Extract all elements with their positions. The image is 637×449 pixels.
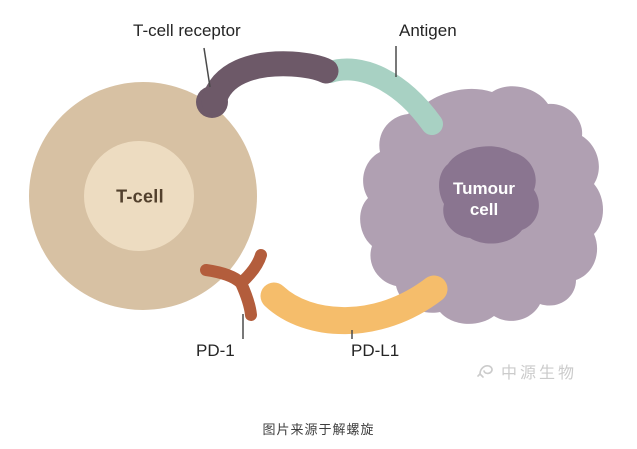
tumour-cell-nucleus: [439, 146, 539, 244]
t-cell-receptor-label: T-cell receptor: [133, 21, 241, 40]
pdl1-label: PD-L1: [351, 341, 400, 360]
tumour-cell-label-line1: Tumour: [452, 178, 516, 198]
antigen-label: Antigen: [399, 21, 457, 40]
watermark-text: 中源生物: [501, 365, 578, 382]
pdl1-arm: [260, 275, 448, 335]
watermark-logo-icon: [477, 365, 493, 378]
tumour-cell-label-line2: cell: [469, 200, 499, 219]
tumour-cell-label: Tumour cell: [453, 178, 515, 221]
antigen-arm: [319, 58, 443, 135]
pd1-label: PD-1: [196, 341, 235, 360]
t-cell-nucleus: [84, 141, 194, 251]
receptor-label-line: [203, 47, 211, 88]
t-cell-label: T-cell: [116, 186, 164, 207]
pd1-receptor: [200, 249, 267, 321]
image-source-caption: 图片来源于解螺旋: [262, 422, 375, 437]
watermark: 中源生物: [476, 359, 577, 383]
t-cell-receptor-arm: [201, 51, 339, 115]
